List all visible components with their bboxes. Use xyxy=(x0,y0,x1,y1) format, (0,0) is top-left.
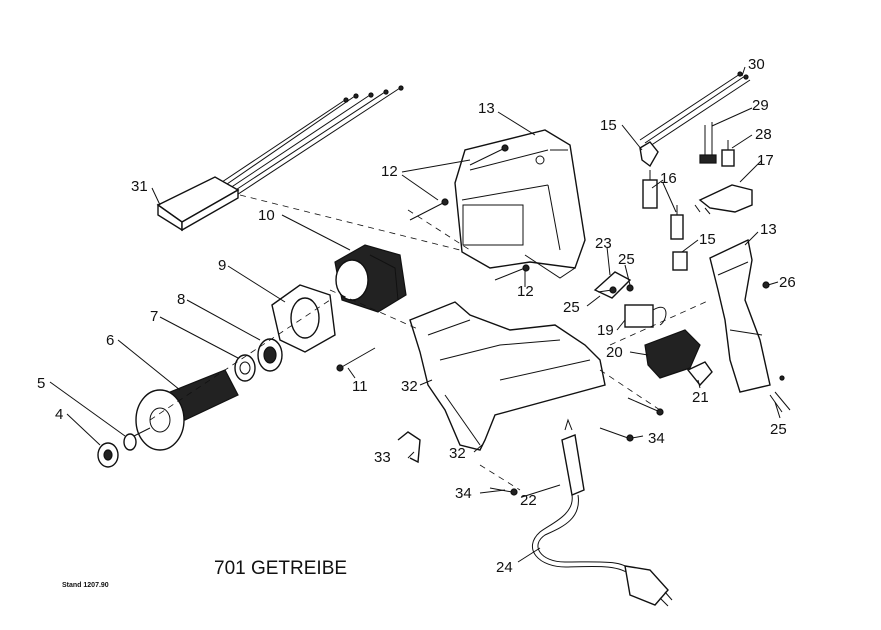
label-20: 20 xyxy=(606,344,623,361)
part-labels: 31 13 12 12 10 9 8 7 6 5 4 11 32 32 33 3… xyxy=(37,56,796,576)
label-29: 29 xyxy=(752,97,769,114)
label-10: 10 xyxy=(258,207,275,224)
label-28: 28 xyxy=(755,126,772,143)
part-21-knob xyxy=(686,361,713,387)
part-20-switch xyxy=(644,329,701,379)
label-13-cover: 13 xyxy=(760,221,777,238)
label-23: 23 xyxy=(595,235,612,252)
part-32-handle xyxy=(409,301,606,451)
label-33: 33 xyxy=(374,449,391,466)
part-25-screws-bottom xyxy=(769,375,791,413)
label-15-upper: 15 xyxy=(600,117,617,134)
label-34-right: 34 xyxy=(648,430,665,447)
part-5-washer xyxy=(123,433,137,451)
label-5: 5 xyxy=(37,375,45,392)
label-34-bottom: 34 xyxy=(455,485,472,502)
leader-lines xyxy=(49,66,781,563)
label-4: 4 xyxy=(55,406,63,423)
label-17: 17 xyxy=(757,152,774,169)
label-9: 9 xyxy=(218,257,226,274)
stand-date: Stand 1207.90 xyxy=(62,582,109,589)
part-13-handle-cover xyxy=(709,238,771,393)
label-12-lower: 12 xyxy=(517,283,534,300)
label-13-housing: 13 xyxy=(478,100,495,117)
label-7: 7 xyxy=(150,308,158,325)
label-26: 26 xyxy=(779,274,796,291)
label-25-bottom: 25 xyxy=(770,421,787,438)
part-6-armature xyxy=(129,369,239,451)
part-31-cable-harness xyxy=(156,85,404,232)
part-15-brushes xyxy=(639,141,688,271)
label-32-upper: 32 xyxy=(401,378,418,395)
label-22: 22 xyxy=(520,492,537,509)
part-29-28-brush-springs xyxy=(699,122,735,167)
part-4-bearing xyxy=(97,442,119,468)
part-8-bearing xyxy=(257,338,283,372)
part-12-screws xyxy=(409,144,530,281)
part-22-24-cord xyxy=(532,418,673,607)
part-11-screw xyxy=(336,347,376,372)
label-25-left: 25 xyxy=(563,299,580,316)
label-19: 19 xyxy=(597,322,614,339)
label-21: 21 xyxy=(692,389,709,406)
label-31: 31 xyxy=(131,178,148,195)
part-23-clamp xyxy=(593,271,634,299)
label-8: 8 xyxy=(177,291,185,308)
assembly-guide-lines xyxy=(149,194,711,491)
label-16: 16 xyxy=(660,170,677,187)
label-12-upper: 12 xyxy=(381,163,398,180)
label-6: 6 xyxy=(106,332,114,349)
label-30: 30 xyxy=(748,56,765,73)
label-11: 11 xyxy=(352,378,368,395)
label-25-right: 25 xyxy=(618,251,635,268)
label-32-lower: 32 xyxy=(449,445,466,462)
part-30-wires xyxy=(639,71,751,147)
part-9-fan-baffle xyxy=(271,284,336,353)
part-7-bearing xyxy=(234,354,256,382)
part-17-terminal xyxy=(694,184,753,215)
diagram-title: 701 GETREIBE xyxy=(214,558,348,579)
part-33-clip xyxy=(397,431,421,464)
label-24: 24 xyxy=(496,559,513,576)
part-13-motor-housing xyxy=(454,129,586,279)
label-15-lower: 15 xyxy=(699,231,716,248)
part-19-suppressor xyxy=(624,304,667,328)
part-10-field-coil xyxy=(334,244,407,313)
